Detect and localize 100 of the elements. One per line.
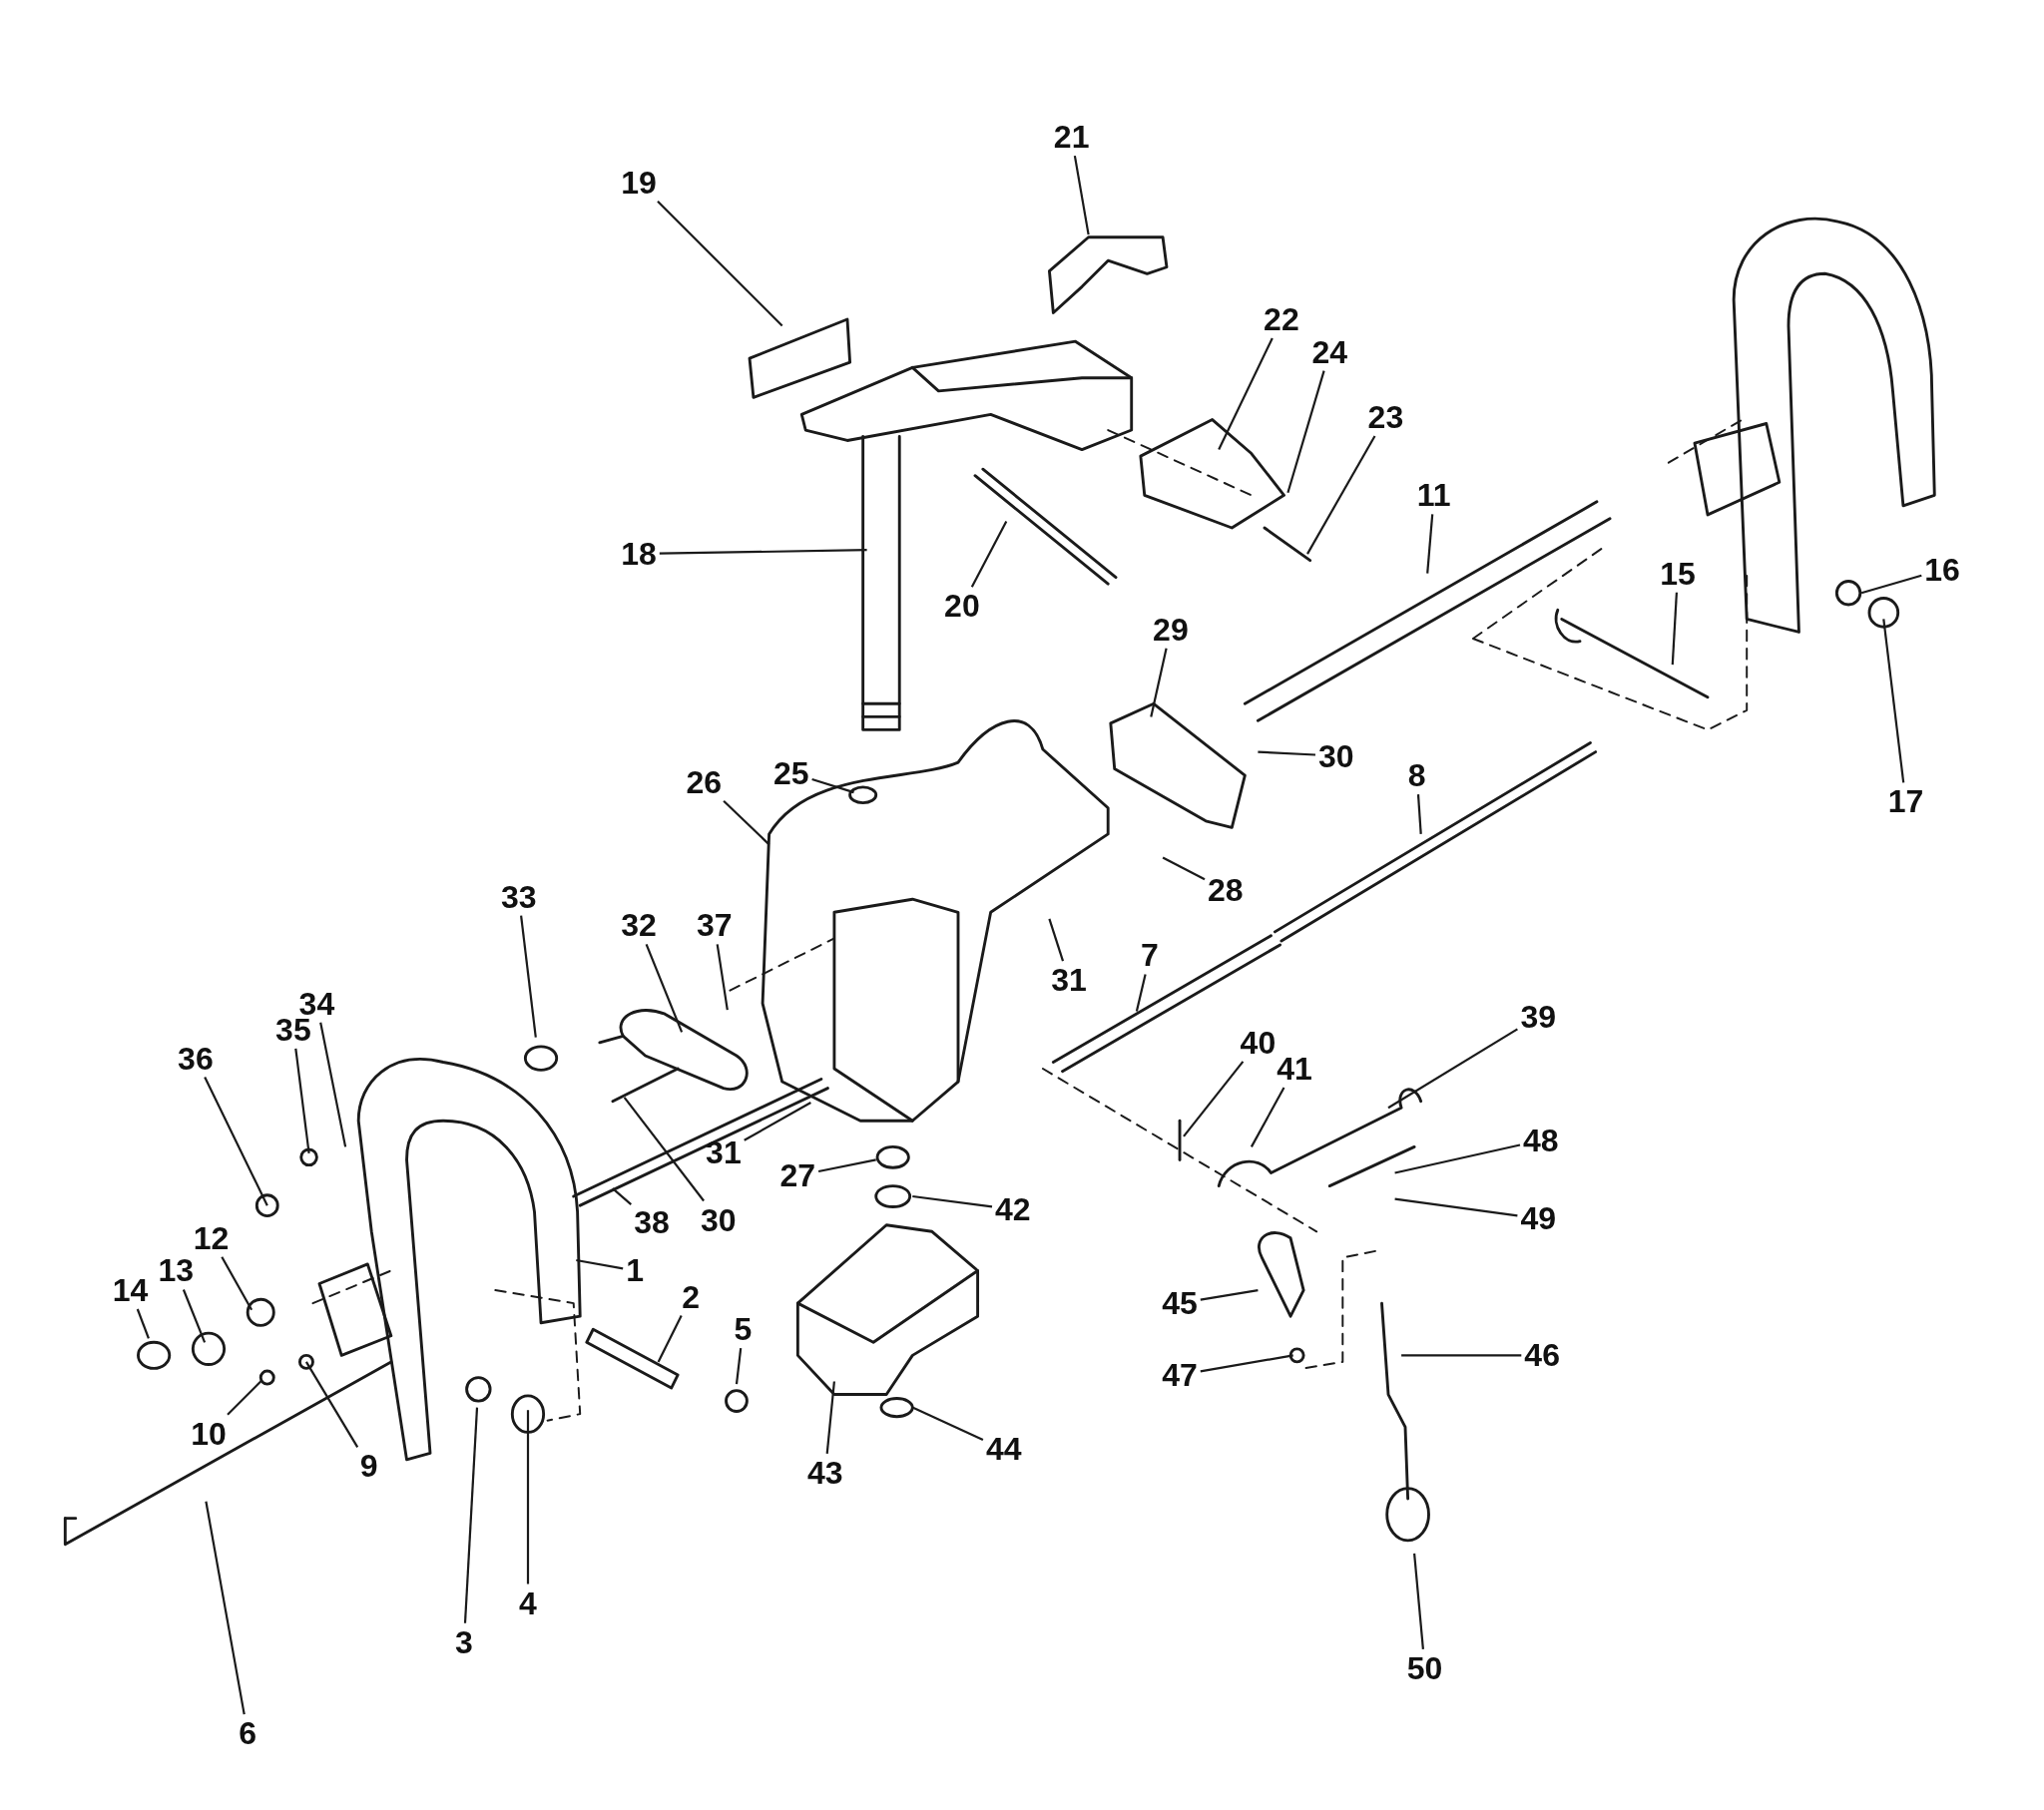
leader-line xyxy=(205,1501,246,1715)
callout-number: 33 xyxy=(500,879,538,914)
leader-line xyxy=(221,1256,254,1311)
leader-line xyxy=(1218,337,1274,451)
callout-number: 13 xyxy=(157,1253,196,1288)
leader-line xyxy=(319,1022,347,1147)
leader-line xyxy=(612,1187,633,1205)
leader-line xyxy=(1048,918,1065,962)
callout-number: 44 xyxy=(984,1432,1023,1467)
leader-line xyxy=(1671,592,1678,666)
callout-number: 3 xyxy=(454,1624,474,1659)
leader-line xyxy=(657,201,783,327)
leader-line xyxy=(1073,155,1090,235)
callout-number: 17 xyxy=(1886,784,1925,819)
leader-line xyxy=(1416,794,1422,834)
callout-number: 28 xyxy=(1206,873,1245,908)
callout-number: 38 xyxy=(633,1205,671,1240)
leader-line xyxy=(526,1410,530,1584)
leader-line xyxy=(1183,1061,1245,1137)
callout-number: 4 xyxy=(518,1585,538,1620)
leader-line xyxy=(1306,435,1376,555)
leader-line xyxy=(1882,619,1905,783)
callout-number: 49 xyxy=(1519,1201,1557,1236)
leader-line xyxy=(811,777,854,794)
callout-number: 22 xyxy=(1263,302,1300,336)
callout-number: 11 xyxy=(1415,478,1452,513)
callout-number: 50 xyxy=(1405,1650,1444,1685)
leader-line xyxy=(1250,1087,1285,1147)
callout-number: 27 xyxy=(778,1158,817,1193)
callout-number: 26 xyxy=(685,764,724,799)
callout-number: 45 xyxy=(1161,1286,1199,1321)
leader-line xyxy=(911,1406,984,1441)
callout-number: 32 xyxy=(620,908,658,943)
leader-line xyxy=(520,915,537,1038)
callout-number: 42 xyxy=(994,1192,1032,1227)
callout-number: 6 xyxy=(238,1716,258,1751)
leader-line xyxy=(1286,370,1325,493)
callout-number: 36 xyxy=(177,1041,215,1076)
callout-number: 16 xyxy=(1923,552,1961,587)
callout-number: 2 xyxy=(681,1279,702,1314)
leader-line xyxy=(1387,1028,1518,1110)
leader-line xyxy=(723,799,770,846)
leader-line xyxy=(1426,514,1434,574)
leader-line xyxy=(1394,1197,1518,1217)
callout-number: 12 xyxy=(192,1220,231,1255)
leader-line xyxy=(1860,574,1922,595)
callout-number: 21 xyxy=(1052,120,1091,155)
callout-number: 19 xyxy=(620,165,658,200)
callout-number: 14 xyxy=(111,1273,150,1308)
callout-number: 25 xyxy=(772,755,810,790)
leader-line xyxy=(659,549,867,555)
leader-line xyxy=(1135,974,1147,1012)
leader-line xyxy=(1200,1354,1293,1373)
leader-line xyxy=(623,1097,705,1202)
leader-line xyxy=(817,1158,876,1173)
leader-line xyxy=(227,1380,261,1416)
callout-number: 31 xyxy=(1050,963,1088,998)
leader-line xyxy=(204,1077,268,1206)
callout-number: 47 xyxy=(1161,1357,1199,1392)
callout-number: 23 xyxy=(1366,399,1405,434)
callout-number: 1 xyxy=(625,1253,645,1288)
leader-line xyxy=(657,1315,683,1363)
callout-number: 30 xyxy=(1316,738,1355,773)
callout-number: 18 xyxy=(620,537,658,572)
leader-line xyxy=(576,1258,624,1270)
callout-number: 41 xyxy=(1276,1052,1313,1086)
callout-number: 48 xyxy=(1522,1123,1560,1157)
callout-number: 10 xyxy=(190,1416,228,1451)
leader-line xyxy=(1401,1354,1522,1357)
leader-line xyxy=(912,1194,993,1208)
callout-number: 8 xyxy=(1406,758,1427,793)
callout-number: 31 xyxy=(705,1134,743,1169)
leader-line xyxy=(304,1361,359,1448)
callout-number: 29 xyxy=(1152,612,1190,647)
callout-number: 40 xyxy=(1239,1025,1278,1060)
callout-number: 43 xyxy=(805,1455,844,1490)
leader-line xyxy=(1258,750,1316,756)
leader-line xyxy=(463,1407,479,1623)
leader-line xyxy=(735,1348,743,1385)
callout-number: 5 xyxy=(733,1312,754,1347)
leader-line xyxy=(294,1048,310,1154)
leader-line xyxy=(716,944,729,1011)
callout-number: 37 xyxy=(695,908,734,943)
leader-line xyxy=(1162,856,1206,881)
leader-line xyxy=(1200,1289,1259,1301)
leader-line xyxy=(1413,1553,1424,1649)
leader-line xyxy=(970,520,1008,588)
callout-number: 30 xyxy=(699,1202,738,1237)
leader-line xyxy=(645,943,684,1033)
callout-number: 39 xyxy=(1519,999,1557,1034)
callout-number: 20 xyxy=(943,589,981,624)
callout-number: 7 xyxy=(1140,938,1160,973)
leader-line xyxy=(1150,648,1168,717)
callout-number: 24 xyxy=(1310,334,1349,369)
callout-number: 15 xyxy=(1659,556,1697,591)
leader-line xyxy=(182,1289,207,1343)
leader-line xyxy=(825,1381,835,1454)
callout-number: 46 xyxy=(1523,1338,1561,1373)
leader-line xyxy=(136,1308,150,1339)
leader-line xyxy=(744,1102,811,1141)
